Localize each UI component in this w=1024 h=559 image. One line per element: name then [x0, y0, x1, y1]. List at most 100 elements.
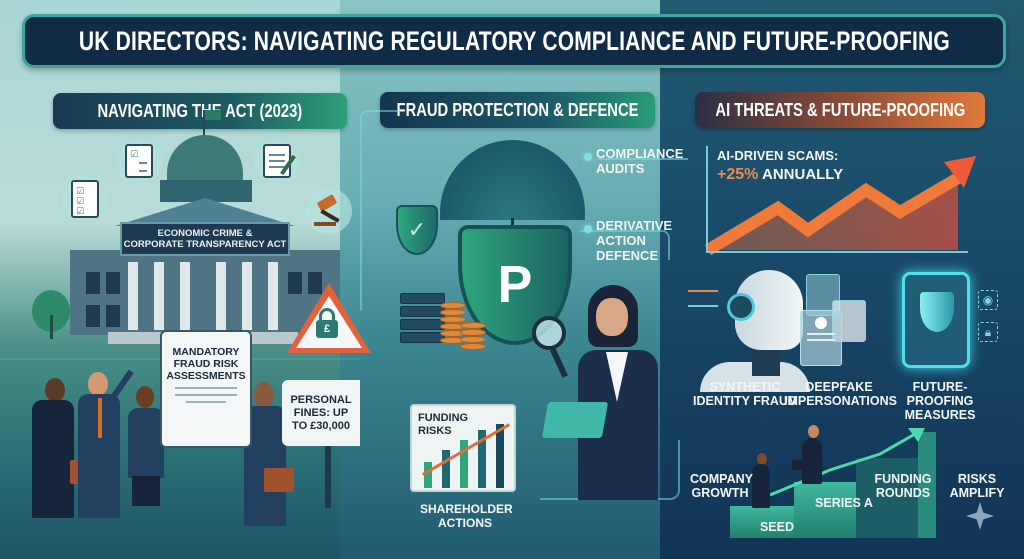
person-head [88, 372, 108, 396]
bar-arrow [442, 450, 450, 488]
growth-label-line: COMPANY [690, 472, 753, 486]
scroll-text: FRAUD RISK [173, 358, 239, 370]
fingerprint-icon: ◉ [978, 290, 998, 310]
rounds-line: FUNDING [874, 472, 932, 486]
building-window [106, 305, 120, 327]
threat-line: FUTURE-PROOFING [906, 380, 974, 408]
section-header-act: NAVIGATING THE ACT (2023) [53, 93, 347, 129]
label-compliance-audits: COMPLIANCE AUDITS [596, 146, 683, 176]
flag-pole [203, 110, 205, 138]
seed-label: SEED [759, 520, 795, 534]
pound-lock-icon: £ [316, 320, 338, 338]
person-director [128, 408, 164, 478]
scroll-text: MANDATORY [172, 346, 240, 358]
lock-shackle [319, 308, 335, 322]
label-line: DEFENCE [596, 248, 659, 263]
building-window [106, 272, 120, 294]
robot-ear [727, 293, 755, 321]
risks-amplify-label: RISKS AMPLIFY [942, 472, 1012, 500]
tie [98, 398, 102, 438]
label-derivative-action: DERIVATIVE ACTION DEFENCE [596, 218, 672, 263]
page-title: UK DIRECTORS: NAVIGATING REGULATORY COMP… [78, 25, 950, 56]
coins-icon [440, 302, 466, 344]
building-window [86, 305, 100, 327]
sign-post [325, 446, 331, 508]
briefcase-icon [792, 460, 804, 470]
circuit-line [598, 158, 688, 160]
label-line: DERIVATIVE [596, 218, 673, 233]
circuit-line [360, 110, 400, 310]
circuit-line [580, 230, 670, 260]
act-sign-line: ECONOMIC CRIME & [157, 228, 253, 239]
person-director [32, 400, 74, 518]
building-column [242, 262, 252, 330]
scroll-line [186, 401, 226, 403]
personal-fines-sign: PERSONAL FINES: UP TO £30,000 [282, 380, 360, 446]
section-header-ai: AI THREATS & FUTURE-PROOFING [695, 92, 985, 128]
risks-line: AMPLIFY [949, 486, 1005, 500]
threat-line: MEASURES [904, 408, 976, 422]
person-head [808, 425, 819, 438]
chart-x-axis [706, 251, 968, 253]
threat-label-deepfake: DEEPFAKE IMPERSONATIONS [784, 380, 897, 408]
ai-scams-label: AI-DRIVEN SCAMS: [717, 148, 839, 163]
building-column [268, 262, 278, 330]
investigator-face [596, 298, 628, 336]
building-window [86, 272, 100, 294]
scroll-line [175, 394, 237, 396]
risks-line: RISKS [957, 472, 997, 486]
label-line: ACTION [596, 233, 646, 248]
coins-icon [460, 322, 486, 350]
shareholder-actions-label: SHAREHOLDER ACTIONS [420, 502, 513, 530]
climbing-person [752, 464, 770, 508]
ai-scams-growth: +25% ANNUALLY [717, 166, 843, 184]
connector-dot [584, 225, 592, 233]
threat-line: IDENTITY FRAUD [693, 394, 797, 408]
growth-label-line: GROWTH [691, 486, 749, 500]
skirt [132, 476, 160, 506]
bar-arrow [460, 440, 468, 488]
bar-arrow [496, 424, 504, 488]
building-dome-base [160, 180, 252, 202]
person-head [136, 386, 154, 408]
shield-letter: P [497, 256, 533, 314]
section-header-label: NAVIGATING THE ACT (2023) [97, 100, 303, 121]
fund-title-line: RISKS [418, 425, 452, 437]
series-a-label: SERIES A [815, 496, 873, 510]
magnifying-glass-icon [532, 316, 566, 350]
chart-y-axis [706, 146, 708, 252]
fraud-risk-scroll: MANDATORY FRAUD RISK ASSESSMENTS [160, 330, 252, 448]
tree-trunk [50, 315, 53, 339]
fund-title-line: FUNDING [418, 412, 469, 424]
person-head [45, 378, 65, 402]
flag-icon [205, 110, 221, 120]
checklist-document-icon: ☑ [116, 138, 162, 184]
funding-risks-title: FUNDING RISKS [418, 412, 468, 438]
person-head [254, 382, 274, 408]
document-pen-icon [254, 138, 300, 184]
fine-text: PERSONAL [290, 393, 352, 406]
section-header-label: FRAUD PROTECTION & DEFENCE [396, 99, 639, 120]
rounds-line: ROUNDS [875, 486, 931, 500]
growth-percent: +25% [717, 166, 759, 183]
bar-arrow [424, 462, 432, 488]
growth-arrow-icon [769, 428, 925, 497]
title-banner: UK DIRECTORS: NAVIGATING REGULATORY COMP… [22, 14, 1006, 68]
ai-scams-trend-chart [704, 156, 976, 256]
threat-label-synthetic: SYNTHETIC IDENTITY FRAUD [690, 380, 800, 408]
company-growth-label: COMPANY GROWTH [690, 472, 753, 500]
bar-arrow [478, 430, 486, 488]
clipboard-checklist-icon: ☑ ☑ ☑ [62, 176, 108, 222]
shield-icon [920, 292, 954, 332]
shareholder-line: ACTIONS [438, 516, 492, 530]
connector-dot [584, 153, 592, 161]
identity-document-icon [800, 310, 842, 366]
act-sign-line: CORPORATE TRANSPARENCY ACT [123, 239, 287, 250]
stair-wall [918, 432, 936, 538]
building-column [216, 262, 226, 330]
shield-check-icon: ✓ [396, 205, 438, 255]
threat-label-future-proofing: FUTURE-PROOFING MEASURES [880, 380, 1000, 422]
circuit-line [688, 305, 718, 307]
gavel-icon [306, 188, 352, 234]
server-icon [400, 293, 445, 345]
